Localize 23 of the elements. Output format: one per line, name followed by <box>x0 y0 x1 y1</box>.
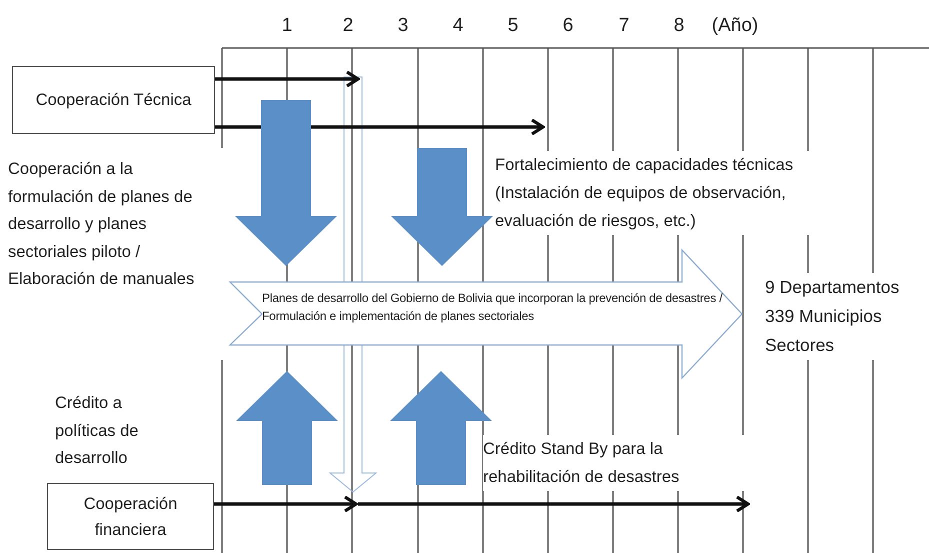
arrow <box>214 495 358 513</box>
year-label: 6 <box>562 14 574 38</box>
year-label: 1 <box>282 14 292 38</box>
block-arrow <box>236 371 338 485</box>
category-box <box>47 483 214 550</box>
year-label: 8 <box>674 14 684 38</box>
year-label: 3 <box>398 14 408 38</box>
arrow <box>215 70 360 88</box>
year-label: 7 <box>618 14 630 38</box>
year-label: 2 <box>342 14 354 38</box>
arrow <box>358 495 750 513</box>
year-label: (Año) <box>712 14 758 38</box>
banner-text: Planes de desarrollo del Gobierno de Bolivia que incorporan la prevención de desastres / Formulación e implementación de planes sectoriales <box>262 290 724 325</box>
box-label: Cooperación Técnica <box>36 90 192 111</box>
description-text: Crédito Stand By para la rehabilitación de desastres <box>483 435 745 491</box>
block-arrow <box>390 371 492 485</box>
year-label: 4 <box>452 14 464 38</box>
year-label: 5 <box>508 14 518 38</box>
box-label: Cooperación financiera <box>82 494 178 540</box>
category-box <box>12 66 215 134</box>
block-arrow <box>235 100 337 266</box>
block-arrow <box>391 148 493 266</box>
banner-arrow <box>230 250 742 378</box>
